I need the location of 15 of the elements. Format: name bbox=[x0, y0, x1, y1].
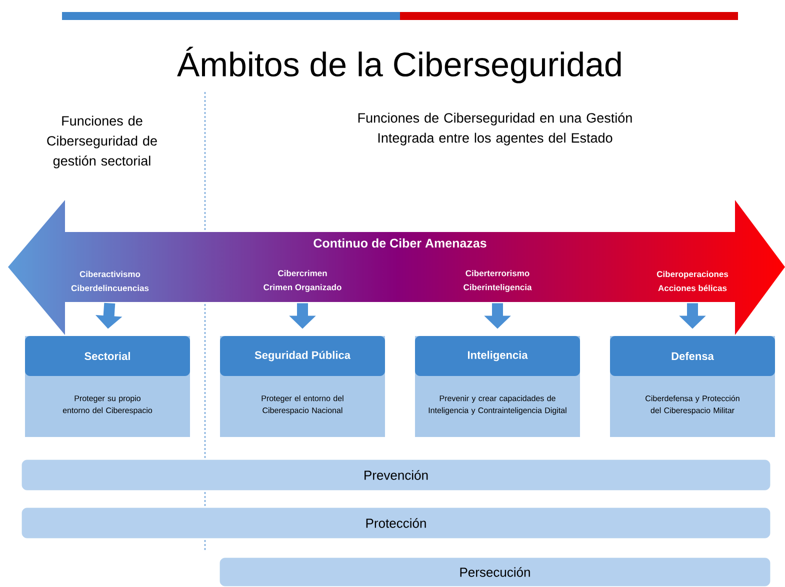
threat-label: Ciberoperaciones Acciones bélicas bbox=[656, 270, 728, 292]
threat-label: Ciberactivismo Ciberdelincuencias bbox=[71, 270, 149, 292]
threat-label: Cibercrimen Crimen Organizado bbox=[264, 270, 342, 292]
phase-band: Persecución bbox=[220, 558, 770, 586]
title: Ámbitos de la Ciberseguridad bbox=[177, 46, 621, 84]
column-heading: Funciones de Ciberseguridad de gestión sectorial bbox=[47, 116, 157, 168]
phase-band: Protección bbox=[22, 508, 770, 538]
threat-continuum-arrow: Continuo de Ciber Amenazas bbox=[314, 238, 486, 248]
function-card: Seguridad Pública Proteger el entorno del Ciberespacio Nacional bbox=[220, 336, 385, 437]
column-heading: Funciones de Ciberseguridad en una Gestión Integrada entre los agentes del Estado bbox=[358, 112, 632, 146]
function-card: Sectorial Proteger su propio entorno del Ciberespacio bbox=[25, 336, 190, 437]
function-card: Inteligencia Prevenir y crear capacidades de Inteligencia y Contrainteligencia Digital bbox=[415, 336, 580, 437]
function-card: Defensa Ciberdefensa y Protección del Ciberespacio Militar bbox=[610, 336, 775, 437]
threat-label: Ciberterrorismo Ciberinteligencia bbox=[464, 270, 532, 292]
phase-band: Prevención bbox=[22, 460, 770, 490]
